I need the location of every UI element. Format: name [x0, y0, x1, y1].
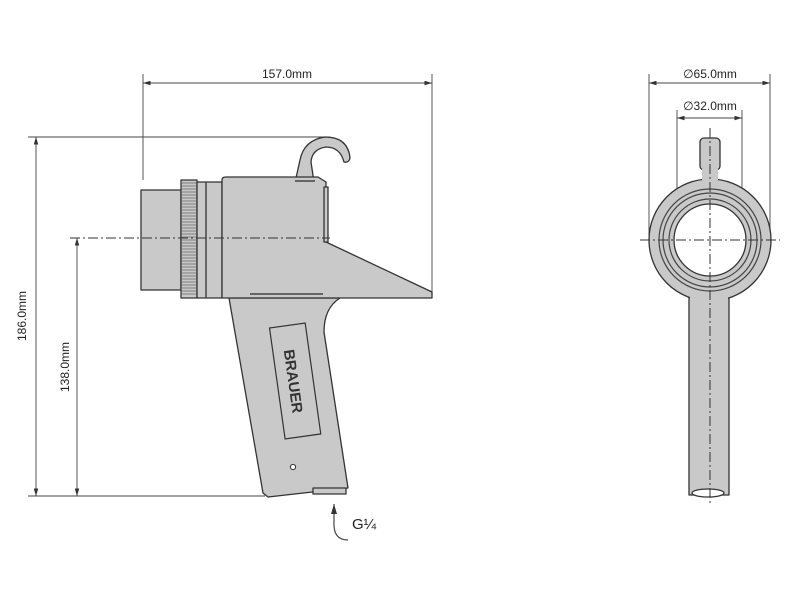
nozzle [140, 189, 182, 291]
brand-plate: BRAUER [268, 322, 322, 440]
knurled-ring [180, 179, 198, 299]
front-view: ∅65.0mm ∅32.0mm [640, 67, 780, 505]
outer-diameter-dimension: ∅65.0mm [683, 67, 737, 81]
hook [295, 136, 351, 183]
connection-thread: G¼ [352, 516, 377, 533]
length-dimension: 157.0mm [262, 67, 312, 81]
inner-diameter-dimension: ∅32.0mm [683, 99, 737, 113]
body [221, 176, 433, 299]
total-height-dimension: 186.0mm [15, 291, 29, 341]
connection-arrow [331, 504, 349, 541]
side-view: BRAUER 157.0mm 186.0mm 138.0mm G¼ [15, 67, 433, 541]
screw-dot [289, 463, 297, 471]
axis-height-dimension: 138.0mm [58, 342, 72, 392]
